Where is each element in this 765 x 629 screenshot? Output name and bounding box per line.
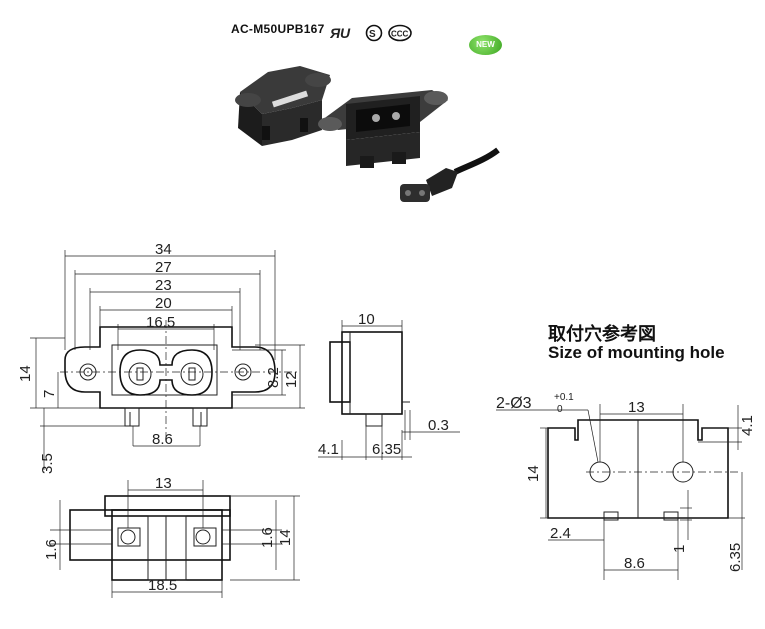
dim-8-6: 8.6 (152, 431, 173, 448)
inlet-rear-image (235, 66, 331, 146)
mounting-hole-title-en: Size of mounting hole (548, 343, 725, 362)
bottom-left-pin (120, 529, 136, 545)
dim-h7: 7 (41, 390, 58, 398)
bottom-dim-18-5: 18.5 (148, 577, 177, 594)
side-view: 10 0.3 4.1 6.35 (318, 311, 460, 460)
side-dim-0-3: 0.3 (428, 417, 449, 434)
dim-h3-5: 3.5 (39, 453, 56, 474)
svg-text:U: U (340, 25, 351, 41)
mounting-hole-view: 2-Ø3 +0.1 0 13 4.1 14 2.4 1 8.6 6.35 (496, 392, 756, 580)
bottom-right-pin (195, 529, 211, 545)
new-badge: NEW (469, 35, 502, 55)
csa-icon: S (365, 24, 383, 42)
ccc-icon: CCC (388, 24, 412, 42)
side-body (341, 331, 403, 415)
mh-dim-8-6: 8.6 (624, 555, 645, 572)
dim-20: 20 (155, 295, 172, 312)
hole-callout: 2-Ø3 (496, 395, 532, 412)
dim-h8-2: 8.2 (265, 367, 282, 388)
ul-recognized-icon: Я U (330, 25, 351, 41)
front-flange-outline (64, 326, 276, 409)
certification-marks: Я U S CCC (330, 24, 412, 42)
mh-dim-13: 13 (628, 399, 645, 416)
slot-left (603, 511, 619, 521)
power-plug-image (400, 147, 500, 202)
hole-tol-lower: 0 (557, 404, 563, 415)
hole-tol-upper: +0.1 (554, 392, 574, 403)
bottom-dim-14: 14 (277, 529, 294, 546)
right-mount-hole (234, 363, 252, 381)
bottom-top-band (104, 495, 231, 517)
socket-body (111, 344, 218, 396)
inlet-front-image (318, 90, 448, 168)
dim-27: 27 (155, 259, 172, 276)
mh-dim-14: 14 (525, 465, 542, 482)
bottom-dim-right-1-6: 1.6 (259, 527, 276, 548)
bottom-body (111, 509, 223, 581)
svg-text:Я: Я (330, 25, 341, 41)
slot-right (663, 511, 679, 521)
svg-text:CCC: CCC (391, 30, 409, 39)
mh-dim-2-4: 2.4 (550, 525, 571, 542)
side-front-face (329, 341, 351, 403)
svg-text:S: S (369, 29, 376, 40)
side-dim-6-35: 6.35 (372, 441, 401, 458)
dim-23: 23 (155, 277, 172, 294)
dim-16-5: 16.5 (146, 314, 175, 331)
mh-dim-4-1: 4.1 (739, 415, 756, 436)
mounting-hole-title-cn: 取付穴参考図 (548, 324, 656, 344)
side-dim-10: 10 (358, 311, 375, 328)
dim-h14: 14 (17, 365, 34, 382)
mh-dim-6-35: 6.35 (727, 543, 744, 572)
bottom-dim-left-1-6: 1.6 (43, 539, 60, 560)
side-terminal (365, 413, 383, 427)
model-number: AC-M50UPB167 (231, 22, 325, 36)
bottom-dim-13: 13 (155, 475, 172, 492)
bottom-flange (69, 509, 231, 561)
product-photo (235, 66, 500, 202)
left-terminal (124, 407, 140, 427)
mh-dim-1: 1 (671, 545, 688, 553)
bottom-view: 13 1.6 1.6 14 18.5 (43, 475, 300, 598)
side-dim-4-1: 4.1 (318, 441, 339, 458)
right-terminal (192, 407, 208, 427)
dim-h12: 12 (283, 371, 300, 388)
dim-34: 34 (155, 241, 172, 258)
front-view: 34 27 23 20 16.5 14 7 8.2 12 8.6 3.5 (17, 241, 305, 474)
